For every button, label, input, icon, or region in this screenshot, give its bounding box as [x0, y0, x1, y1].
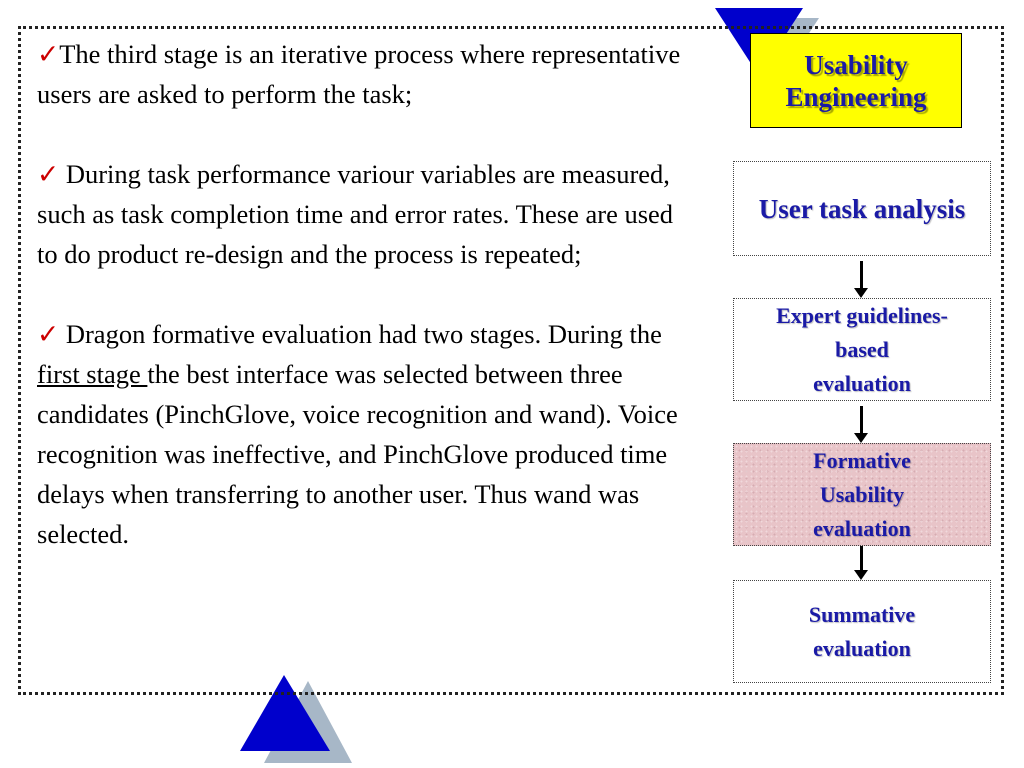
flow-step-summative-evaluation: Summative evaluation	[733, 580, 991, 683]
flow-step-label: Summative evaluation	[808, 601, 916, 661]
body-text: ✓The third stage is an iterative process…	[37, 34, 697, 554]
down-arrow-icon	[851, 406, 871, 443]
underlined-phrase: first stage	[37, 359, 148, 389]
down-arrow-icon	[851, 546, 871, 580]
title-line-1: Usability	[804, 49, 908, 80]
flow-step-label: Formative Usability evaluation	[813, 447, 911, 541]
paragraph-text-start: Dragon formative evaluation had two stag…	[59, 319, 662, 349]
title-box: Usability Engineering	[750, 33, 962, 128]
flow-step-formative-usability: Formative Usability evaluation	[733, 443, 991, 546]
content-frame	[18, 26, 1004, 695]
paragraph-iterative-process: ✓The third stage is an iterative process…	[37, 34, 697, 114]
checkmark-icon: ✓	[37, 159, 60, 189]
triangle-decoration-bottom	[240, 675, 352, 763]
flow-step-label: Expert guidelines- based evaluation	[776, 302, 948, 396]
flow-step-user-task-analysis: User task analysis	[733, 161, 991, 256]
paragraph-text: The third stage is an iterative process …	[37, 39, 681, 109]
checkmark-icon: ✓	[37, 319, 60, 349]
paragraph-text-end: the best interface was selected between …	[37, 359, 678, 549]
title-line-2: Engineering	[785, 81, 927, 112]
paragraph-text: During task performance variour variable…	[37, 159, 674, 269]
paragraph-task-performance: ✓ During task performance variour variab…	[37, 154, 697, 274]
flow-step-expert-guidelines: Expert guidelines- based evaluation	[733, 298, 991, 401]
down-arrow-icon	[851, 261, 871, 298]
paragraph-dragon-evaluation: ✓ Dragon formative evaluation had two st…	[37, 314, 697, 554]
flow-step-label: User task analysis	[758, 193, 966, 224]
checkmark-icon: ✓	[37, 39, 60, 69]
